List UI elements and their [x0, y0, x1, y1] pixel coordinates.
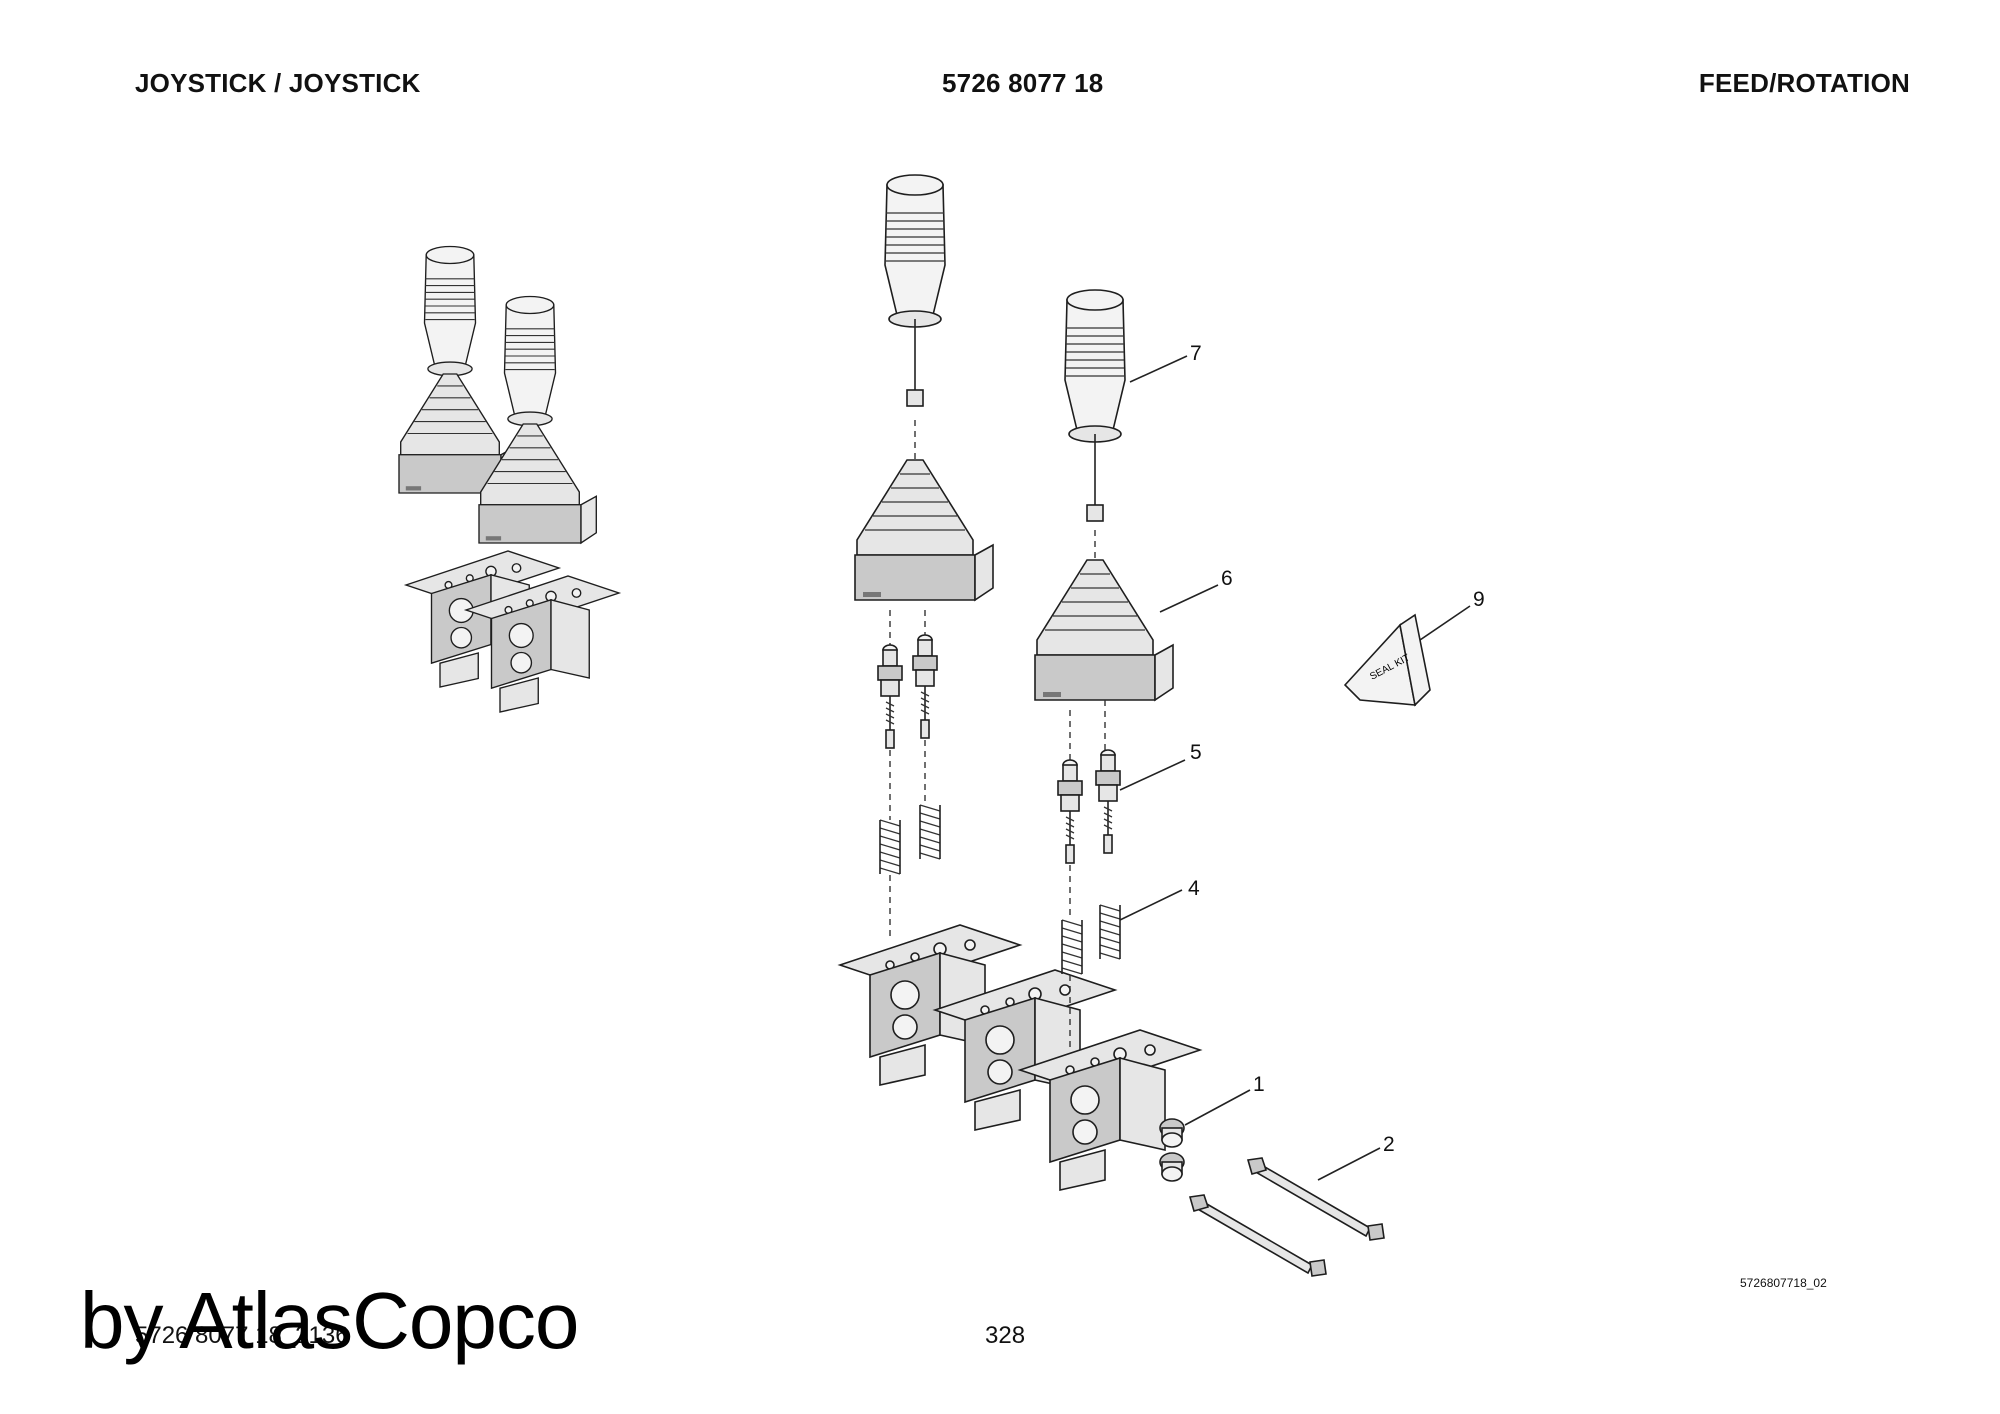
tie-bolt-2	[1188, 1194, 1327, 1277]
leader-9	[1419, 605, 1471, 641]
plug-1b	[1159, 1152, 1185, 1182]
boot-a	[854, 459, 994, 601]
callout-7: 7	[1190, 342, 1202, 365]
section-title: FEED/ROTATION	[1698, 68, 1910, 98]
spring-a1	[879, 819, 901, 875]
assembled-joystick-left	[398, 245, 517, 494]
assembled-joystick-right	[478, 295, 597, 544]
callout-1: 1	[1253, 1073, 1265, 1096]
part-number: 5726 8077 18	[942, 68, 1104, 98]
callout-6: 6	[1221, 567, 1233, 590]
handle-a	[884, 174, 946, 407]
leader-1	[1184, 1089, 1251, 1126]
callout-2: 2	[1383, 1133, 1395, 1156]
plunger-a2	[912, 634, 938, 739]
callout-4: 4	[1188, 877, 1200, 900]
spring-b1	[1061, 919, 1083, 975]
seal-kit: SEAL KIT	[1343, 613, 1431, 707]
plunger-b1	[1057, 759, 1083, 864]
leader-2	[1317, 1147, 1381, 1181]
drawing-id: 5726807718_02	[1740, 1276, 1827, 1290]
callout-9: 9	[1473, 588, 1485, 611]
leader-4	[1119, 889, 1183, 921]
footer-doc-ref: 5726 8077 18_2136	[135, 1322, 349, 1349]
handle-b	[1064, 289, 1126, 522]
leader-7	[1129, 355, 1188, 383]
page-number: 328	[985, 1322, 1026, 1349]
watermark: by AtlasCopco	[80, 1276, 579, 1365]
leader-5	[1119, 759, 1186, 791]
page-title: JOYSTICK / JOYSTICK	[135, 68, 421, 98]
boot-b	[1034, 559, 1174, 701]
plunger-a1	[877, 644, 903, 749]
spring-a2	[919, 804, 941, 860]
tie-bolt-1	[1246, 1157, 1385, 1241]
callout-5: 5	[1190, 741, 1202, 764]
plug-1a	[1159, 1118, 1185, 1148]
spring-b2	[1099, 904, 1121, 960]
plunger-b2	[1095, 749, 1121, 854]
leader-6	[1159, 584, 1219, 613]
